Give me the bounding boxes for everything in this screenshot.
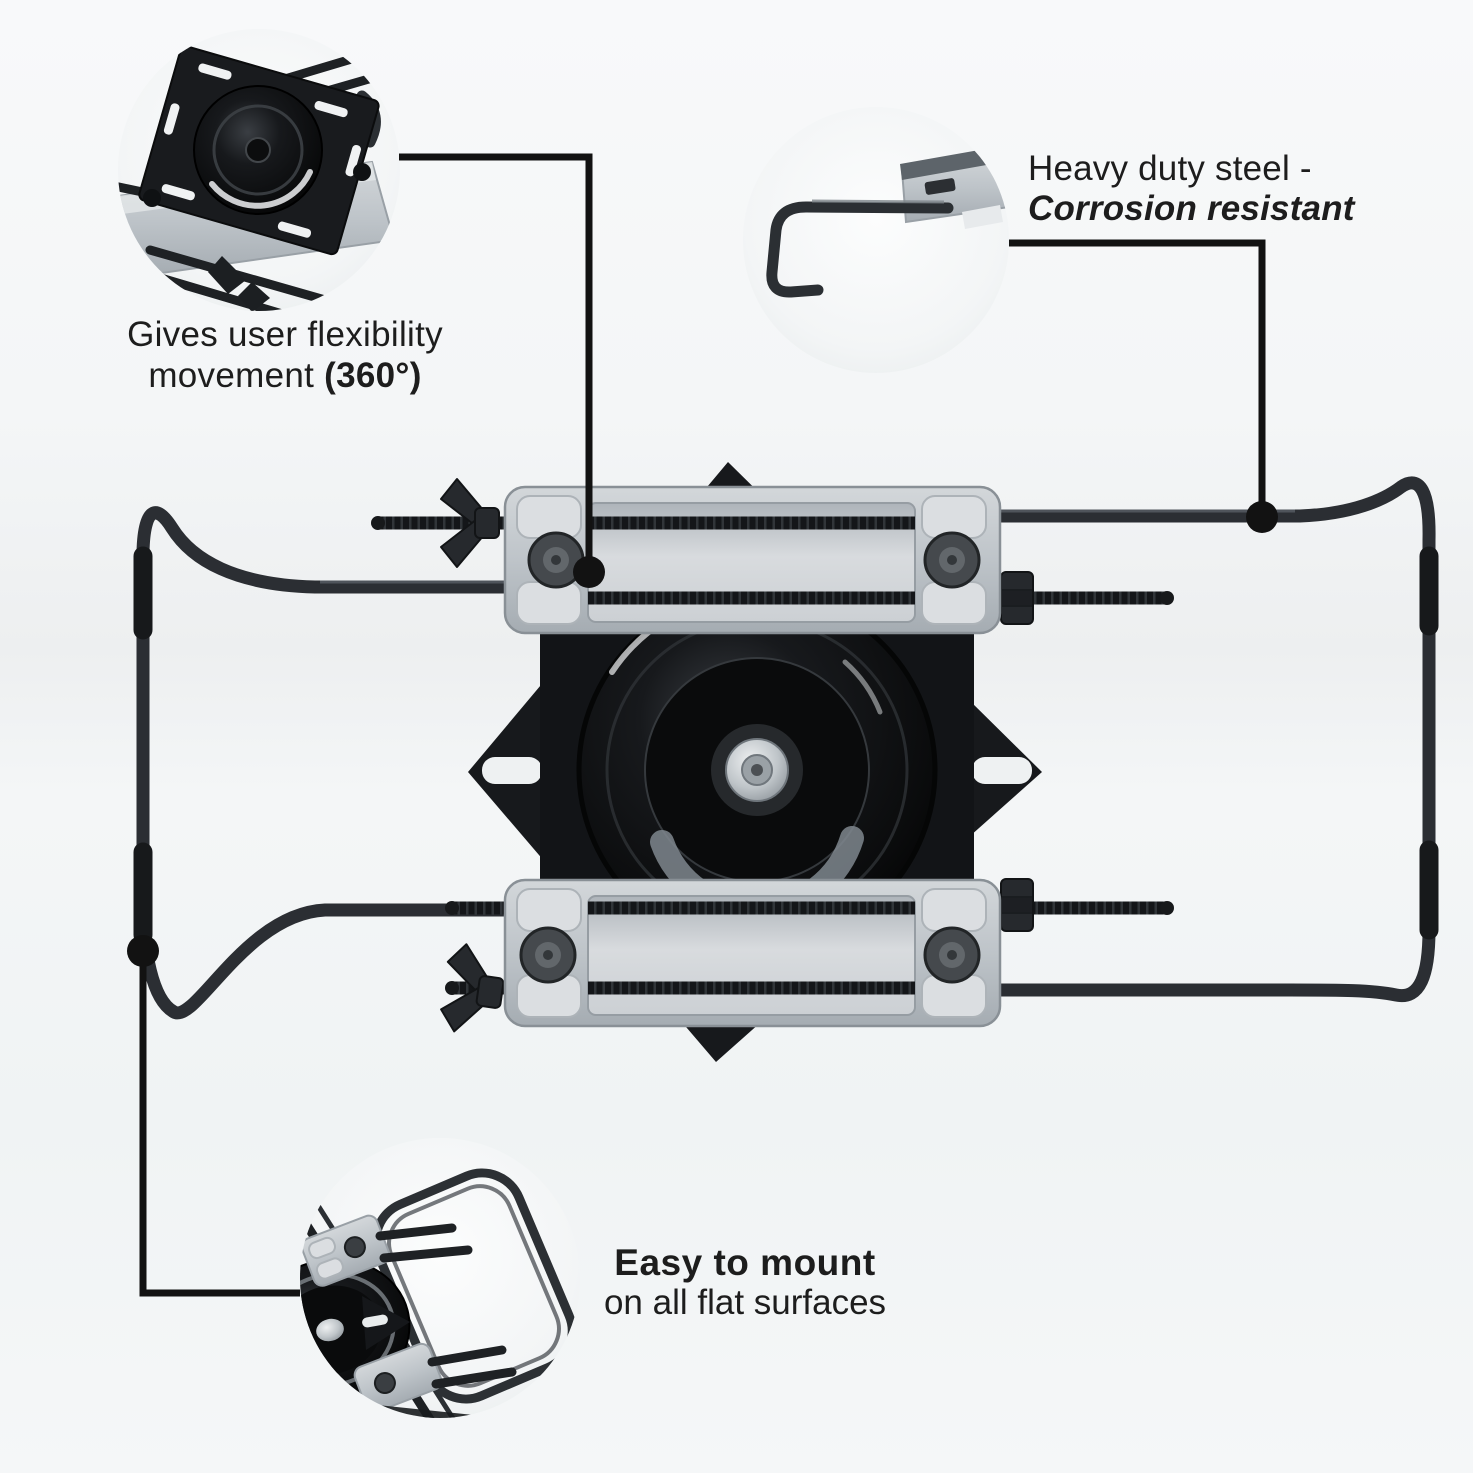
- callout-swivel-line2-emphasis: (360°): [324, 356, 422, 395]
- callout-swivel-line2: movement (360°): [90, 355, 480, 396]
- callout-mount-label: Easy to mount on all flat surfaces: [545, 1243, 945, 1323]
- bottom-clamp-bolt-left: [519, 926, 577, 984]
- callout-annotations: [127, 153, 1278, 1297]
- callout-swivel-label: Gives user flexibility movement (360°): [90, 314, 480, 396]
- base-plate-slot-right: [972, 757, 1032, 784]
- inset3-upper-clamp: [300, 1214, 391, 1287]
- callout-dot-swivel: [573, 556, 605, 588]
- callout-mount-line2: on all flat surfaces: [603, 1283, 887, 1322]
- callout-mount-line1: Easy to mount: [614, 1242, 876, 1283]
- base-plate-slot-left: [482, 757, 542, 784]
- bearing-center-bolt: [711, 724, 803, 816]
- callout-line-swivel: [399, 153, 593, 560]
- callout-dot-mount: [127, 935, 159, 967]
- callout-steel-line1: Heavy duty steel -: [1028, 149, 1312, 188]
- callout-steel-line2: Corrosion resistant: [1028, 189, 1355, 228]
- bottom-clamp-bolt-right: [923, 926, 981, 984]
- inset-mounted-photo: [300, 1138, 580, 1418]
- inset1-wing-nut: [208, 256, 246, 294]
- top-clamp: [503, 485, 1002, 635]
- callout-line-mount: [139, 960, 300, 1297]
- callout-steel-label: Heavy duty steel - Corrosion resistant: [1028, 149, 1458, 229]
- seat-swivel-assembly: [133, 462, 1439, 1062]
- callout-swivel-line2-prefix: movement: [148, 356, 325, 395]
- bottom-clamp: [503, 878, 1002, 1028]
- hex-nut-bottom-right: [1000, 878, 1034, 932]
- right-wire-frame: [980, 476, 1439, 1003]
- callout-line-steel: [1009, 239, 1266, 502]
- swivel-bearing: [576, 589, 938, 951]
- inset-steel-hook-photo: [743, 107, 1009, 373]
- callout-swivel-line1: Gives user flexibility: [127, 315, 443, 354]
- inset-swivel-photo: [118, 29, 400, 311]
- inset2-steel-hook-rod: [766, 201, 954, 298]
- hex-nut-top-right: [1000, 571, 1034, 625]
- top-clamp-bolt-right: [923, 531, 981, 589]
- callout-dot-steel: [1246, 501, 1278, 533]
